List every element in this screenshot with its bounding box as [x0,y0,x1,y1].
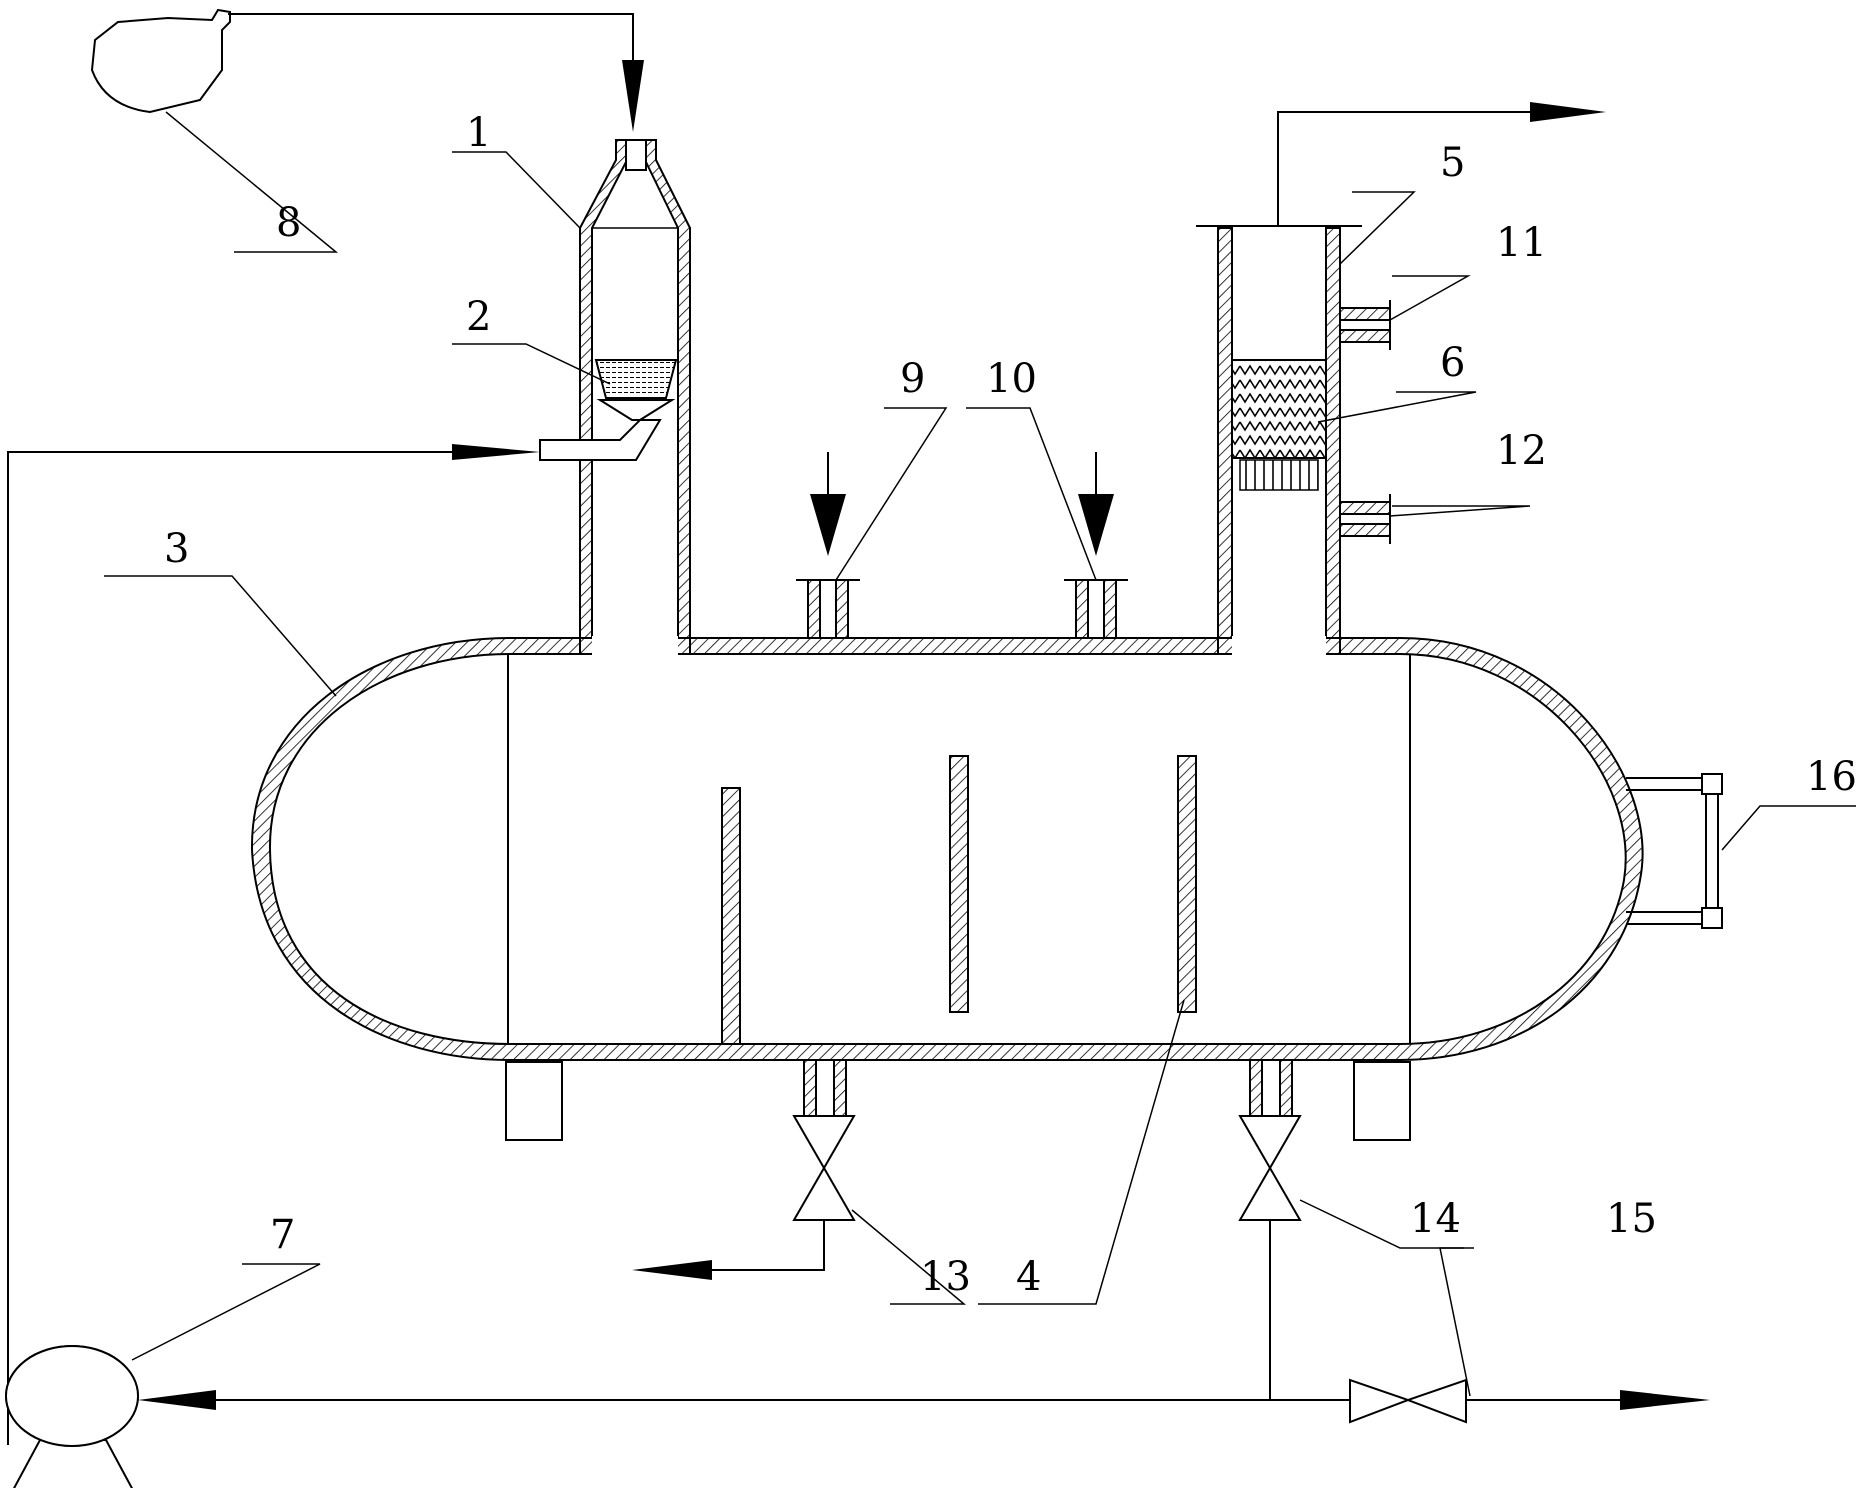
label-5: 5 [1440,140,1465,186]
label-9: 9 [900,356,925,402]
drain-arrow [632,1260,712,1280]
label-12: 12 [1496,428,1547,474]
inlet-10-arrow [1078,494,1114,556]
nozzle-9 [796,452,860,639]
air-inlet-arrow [622,60,644,132]
pump-inlet-arrow [138,1390,216,1410]
pump [5,1345,139,1488]
fan [90,8,644,132]
nozzle-11-b [1339,329,1391,343]
discharge-arrow [1620,1390,1710,1410]
valve-14 [1238,1059,1302,1400]
recycle-line [7,451,452,1445]
label-3: 3 [164,526,189,572]
valve-15-left [1349,1378,1411,1424]
label-10: 10 [986,356,1037,402]
outlet-column [1196,102,1606,655]
baffles [721,755,1197,1045]
inlet-9-arrow [810,494,846,556]
label-16: 16 [1806,754,1856,800]
label-6: 6 [1440,340,1465,386]
nozzle-11 [1339,307,1391,321]
gas-outlet-arrow [1530,102,1606,122]
tank-body [250,636,1644,1061]
label-1: 1 [466,110,491,156]
packing-layer [1231,359,1327,459]
nozzle-12-b [1339,523,1391,537]
support-right [1353,1061,1411,1141]
spray-distributor [539,359,678,461]
label-8: 8 [276,200,301,246]
circulation-line [138,1378,1710,1424]
nozzle-10 [1064,452,1128,639]
label-11: 11 [1496,220,1547,266]
part-labels: 1 2 3 4 5 6 7 8 9 10 11 12 13 14 15 16 [164,110,1856,1300]
label-7: 7 [270,1212,295,1258]
leader-lines [104,111,1856,1397]
label-15: 15 [1606,1196,1657,1242]
level-gauge [1626,773,1723,929]
label-13: 13 [920,1254,971,1300]
valve-13 [632,1059,856,1280]
support-left [505,1061,563,1141]
label-2: 2 [466,294,491,340]
valve-15-right [1405,1378,1467,1424]
nozzle-12 [1339,501,1391,515]
label-4: 4 [1016,1254,1041,1300]
support-grid [1239,459,1319,491]
label-14: 14 [1410,1196,1461,1242]
recycle-arrow [452,444,540,460]
